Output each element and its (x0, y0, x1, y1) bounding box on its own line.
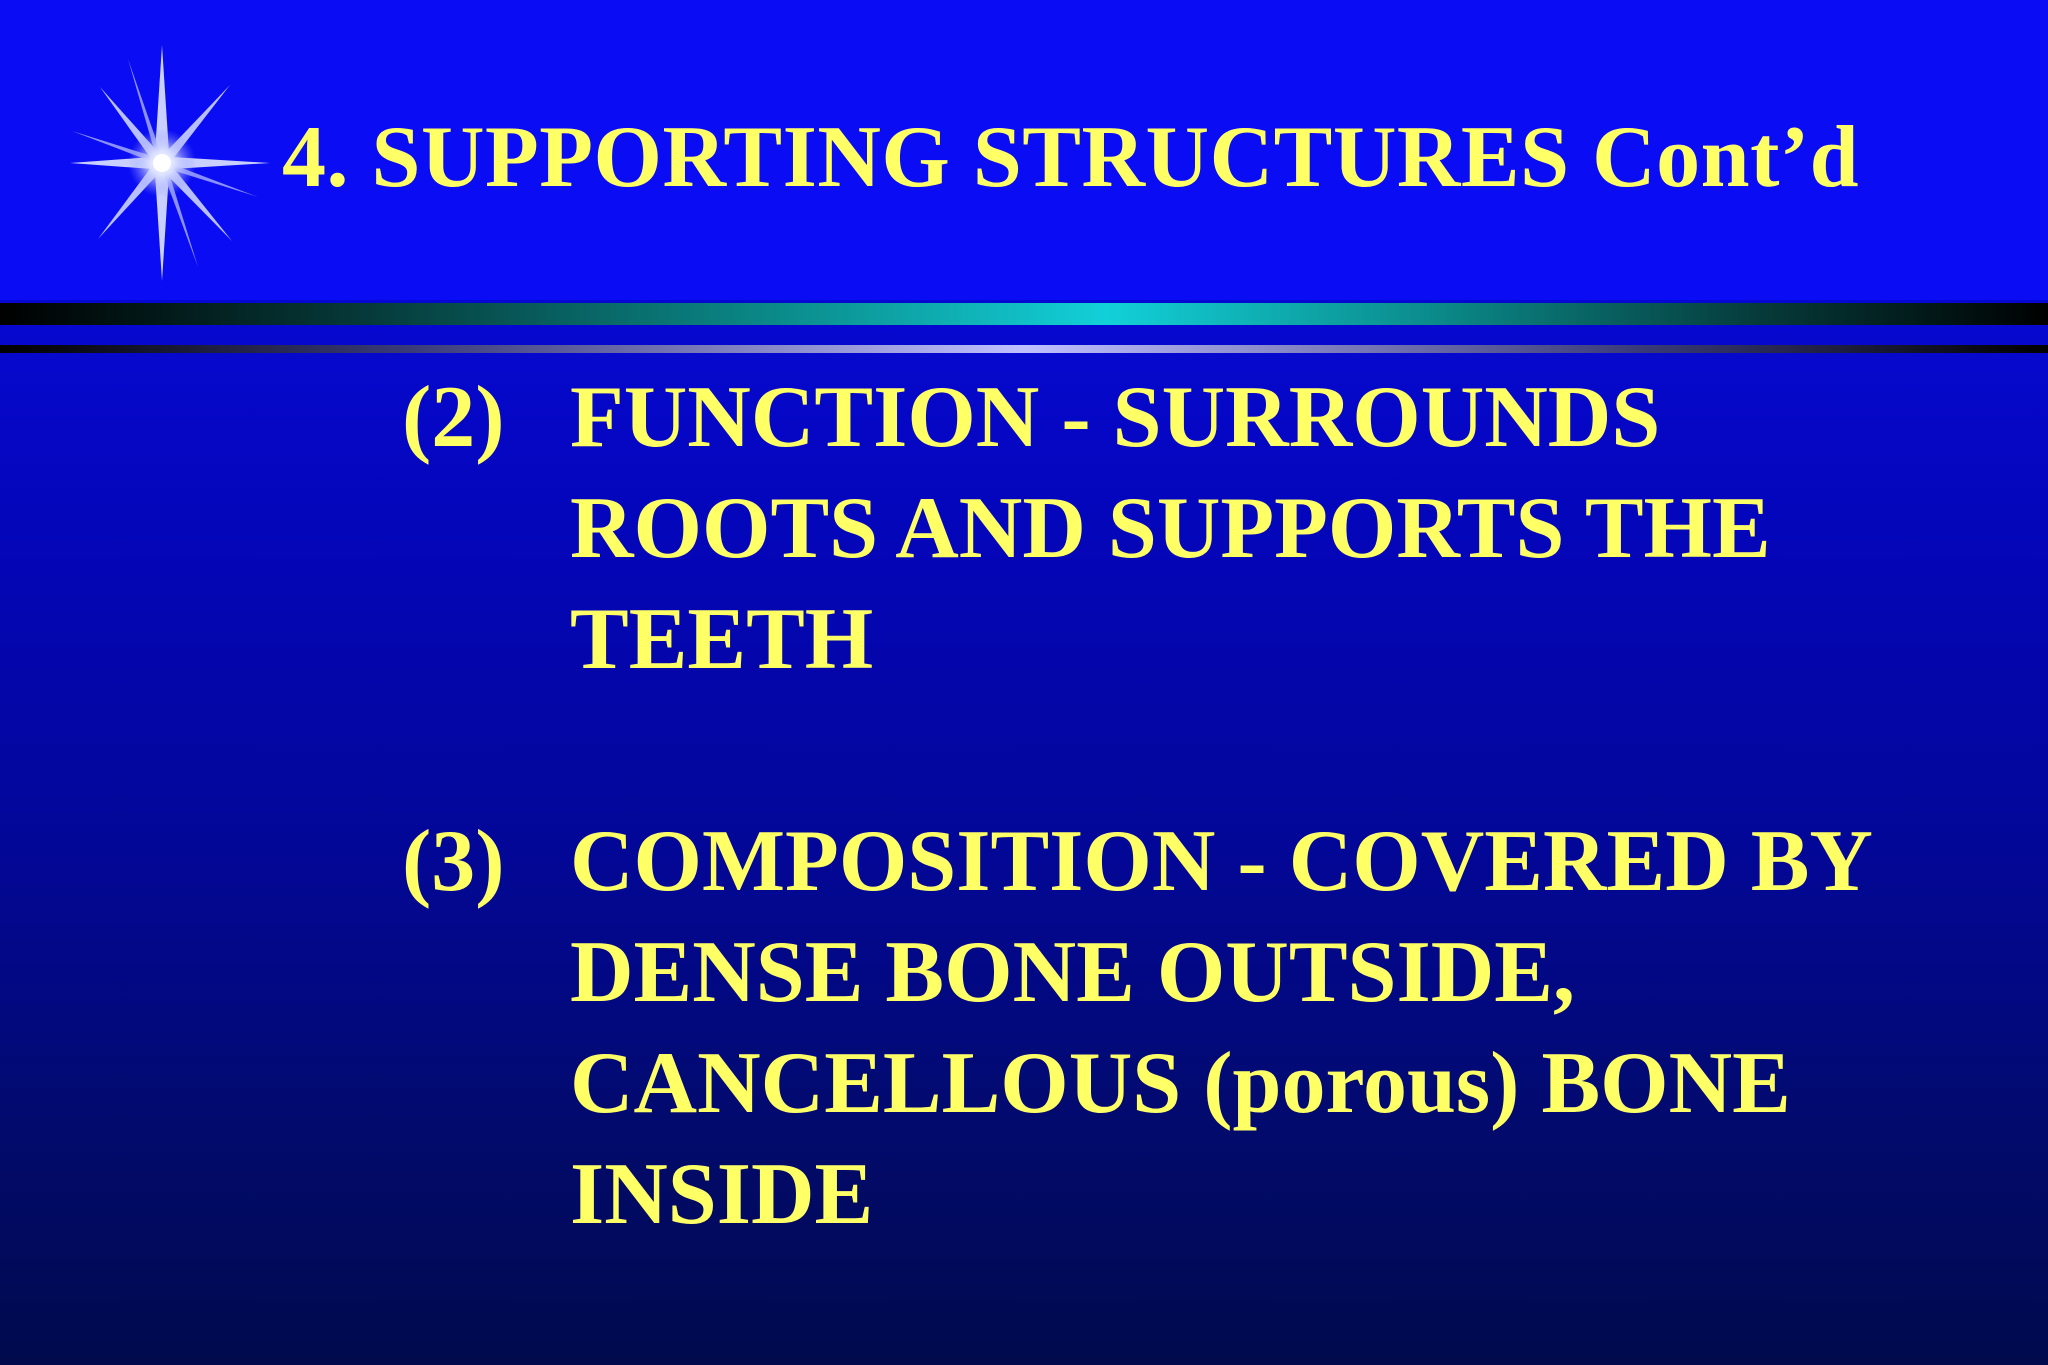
item-line: COMPOSITION - COVERED BY (570, 813, 1873, 910)
item-marker: (3) (402, 813, 505, 910)
slide-title: 4. SUPPORTING STRUCTURES Cont’d (282, 109, 1860, 206)
item-marker: (2) (402, 369, 505, 466)
divider-rule (0, 303, 2048, 325)
item-line: CANCELLOUS (porous) BONE (570, 1035, 1791, 1132)
item-line: INSIDE (570, 1146, 874, 1243)
item-text: COMPOSITION - COVERED BY DENSE BONE OUTS… (570, 806, 2000, 1250)
star-burst-icon (70, 45, 270, 281)
item-line: FUNCTION - SURROUNDS (570, 369, 1661, 466)
title-band (0, 0, 2048, 300)
item-line: DENSE BONE OUTSIDE, (570, 924, 1575, 1021)
item-text: FUNCTION - SURROUNDS ROOTS AND SUPPORTS … (570, 362, 2000, 695)
item-line: TEETH (570, 591, 874, 688)
divider-rule-thin (0, 345, 2048, 353)
item-line: ROOTS AND SUPPORTS THE (570, 480, 1771, 577)
